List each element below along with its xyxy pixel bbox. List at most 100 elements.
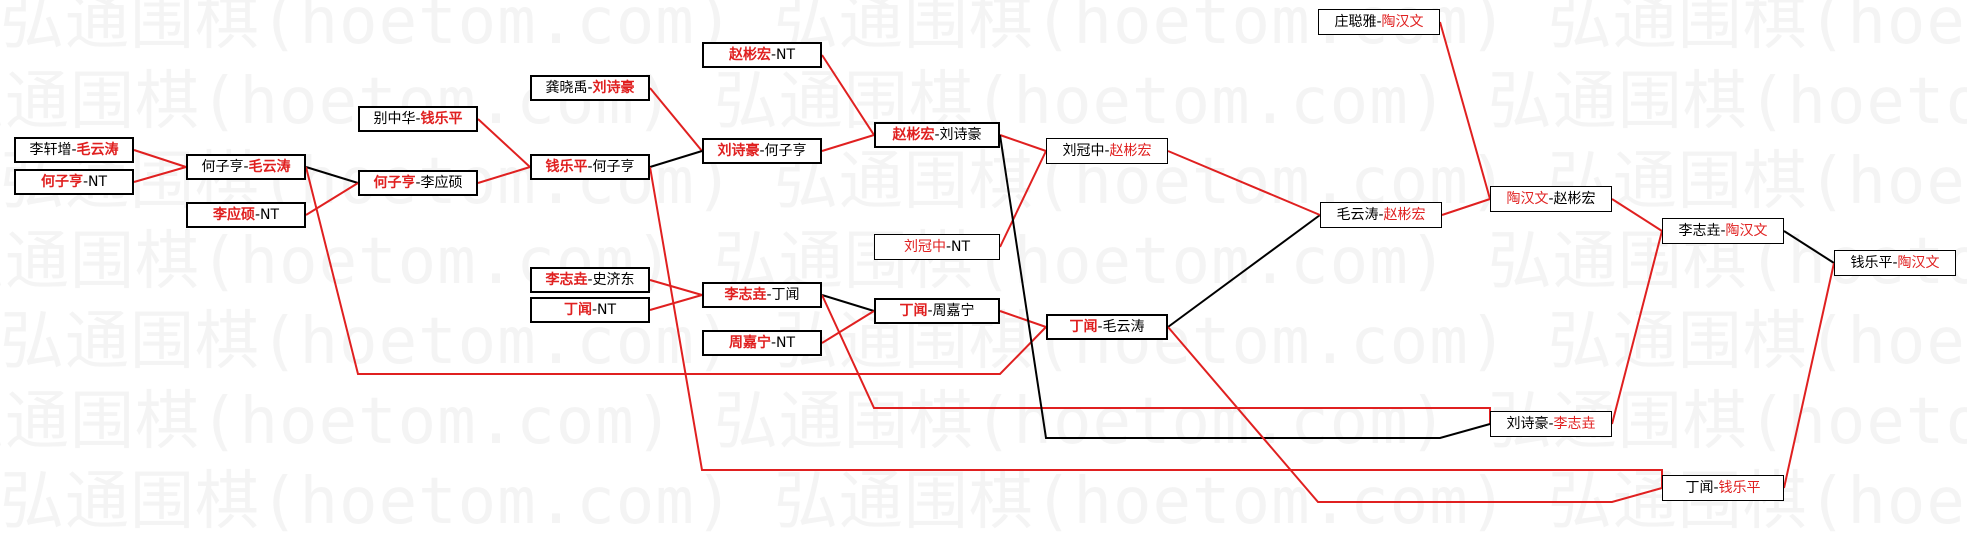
player-2: 毛云涛 xyxy=(1102,319,1145,335)
match-node: 丁闻-毛云涛 xyxy=(1046,314,1168,340)
bracket-connector xyxy=(1783,262,1835,489)
player-1: 李应硕 xyxy=(212,207,255,223)
player-2: 丁闻 xyxy=(771,287,800,303)
bracket-lines xyxy=(133,21,1835,503)
bracket-connector xyxy=(133,149,187,168)
player-2: 史济东 xyxy=(592,272,635,288)
player-2: 赵彬宏 xyxy=(1109,143,1152,159)
player-1: 何子亨 xyxy=(201,159,244,175)
player-1: 毛云涛 xyxy=(1336,207,1379,223)
player-2: 李志垚 xyxy=(1553,416,1596,432)
player-1: 陶汉文 xyxy=(1506,191,1549,207)
bracket-connector xyxy=(477,118,531,168)
match-node: 李轩增-毛云涛 xyxy=(14,137,134,163)
bracket-connector xyxy=(999,134,1047,152)
player-2: 周嘉宁 xyxy=(932,303,975,319)
player-2: 赵彬宏 xyxy=(1383,207,1426,223)
bracket-connector xyxy=(649,150,703,168)
bracket-connector xyxy=(1441,198,1491,216)
match-node: 何子亨-毛云涛 xyxy=(186,154,306,180)
bracket-connector xyxy=(999,150,1047,248)
match-node: 丁闻-周嘉宁 xyxy=(874,298,1000,324)
match-node: 刘诗豪-何子亨 xyxy=(702,138,822,164)
match-node: 周嘉宁-NT xyxy=(702,330,822,356)
bracket-connector xyxy=(999,134,1491,439)
bracket-connector xyxy=(477,166,531,184)
bracket-connector xyxy=(649,294,703,311)
player-2: NT xyxy=(776,335,796,351)
bracket-connector xyxy=(305,166,1047,375)
bracket-connector xyxy=(133,166,187,183)
bracket-connector xyxy=(305,182,359,216)
player-2: 刘诗豪 xyxy=(592,80,635,96)
match-node: 钱乐平-陶汉文 xyxy=(1834,250,1956,276)
player-2: 李应硕 xyxy=(420,175,463,191)
player-1: 李志垚 xyxy=(724,287,767,303)
player-1: 李志垚 xyxy=(1678,223,1721,239)
match-node: 庄聪雅-陶汉文 xyxy=(1318,9,1440,35)
player-1: 庄聪雅 xyxy=(1334,14,1377,30)
player-1: 刘冠中 xyxy=(903,239,946,255)
match-node: 毛云涛-赵彬宏 xyxy=(1320,202,1442,228)
player-1: 丁闻 xyxy=(1685,480,1714,496)
player-1: 赵彬宏 xyxy=(892,127,935,143)
player-1: 钱乐平 xyxy=(545,159,588,175)
player-2: 刘诗豪 xyxy=(939,127,982,143)
player-1: 丁闻 xyxy=(1069,319,1098,335)
player-2: NT xyxy=(260,207,280,223)
player-1: 李轩增 xyxy=(29,142,72,158)
match-node: 刘冠中-NT xyxy=(874,234,1000,260)
match-node: 别中华-钱乐平 xyxy=(358,106,478,132)
bracket-connector xyxy=(1783,230,1835,264)
bracket-connector xyxy=(821,134,875,152)
bracket-connector xyxy=(821,54,875,136)
bracket-connector xyxy=(1167,214,1321,328)
match-node: 钱乐平-何子亨 xyxy=(530,154,650,180)
player-2: 钱乐平 xyxy=(1718,480,1761,496)
match-node: 李应硕-NT xyxy=(186,202,306,228)
player-2: 钱乐平 xyxy=(420,111,463,127)
player-1: 何子亨 xyxy=(373,175,416,191)
player-2: NT xyxy=(776,47,796,63)
player-2: 陶汉文 xyxy=(1897,255,1940,271)
player-2: 毛云涛 xyxy=(76,142,119,158)
bracket-connector xyxy=(1167,326,1663,503)
match-node: 陶汉文-赵彬宏 xyxy=(1490,186,1612,212)
player-1: 李志垚 xyxy=(545,272,588,288)
match-node: 李志垚-丁闻 xyxy=(702,282,822,308)
player-1: 赵彬宏 xyxy=(728,47,771,63)
match-node: 何子亨-NT xyxy=(14,169,134,195)
player-1: 刘诗豪 xyxy=(717,143,760,159)
bracket-connector xyxy=(1439,21,1491,200)
player-2: 毛云涛 xyxy=(248,159,291,175)
bracket-connector xyxy=(1167,150,1321,216)
bracket-connector xyxy=(821,310,875,344)
bracket-connector xyxy=(1611,230,1663,425)
match-node: 刘冠中-赵彬宏 xyxy=(1046,138,1168,164)
bracket-connector xyxy=(1611,198,1663,232)
match-node: 刘诗豪-李志垚 xyxy=(1490,411,1612,437)
match-node: 赵彬宏-刘诗豪 xyxy=(874,122,1000,148)
player-1: 龚晓禹 xyxy=(545,80,588,96)
player-2: NT xyxy=(597,302,617,318)
player-1: 周嘉宁 xyxy=(728,335,771,351)
match-node: 丁闻-钱乐平 xyxy=(1662,475,1784,501)
player-1: 丁闻 xyxy=(563,302,592,318)
match-node: 赵彬宏-NT xyxy=(702,42,822,68)
player-2: 赵彬宏 xyxy=(1553,191,1596,207)
player-2: NT xyxy=(88,174,108,190)
player-1: 刘诗豪 xyxy=(1506,416,1549,432)
bracket-connector xyxy=(649,279,703,296)
player-2: NT xyxy=(951,239,971,255)
player-2: 陶汉文 xyxy=(1381,14,1424,30)
bracket-connector xyxy=(649,87,703,152)
player-2: 何子亨 xyxy=(592,159,635,175)
player-1: 丁闻 xyxy=(899,303,928,319)
bracket-connector xyxy=(821,294,875,312)
match-node: 龚晓禹-刘诗豪 xyxy=(530,75,650,101)
player-2: 何子亨 xyxy=(764,143,807,159)
bracket-connector xyxy=(999,310,1047,328)
player-2: 陶汉文 xyxy=(1725,223,1768,239)
match-node: 丁闻-NT xyxy=(530,297,650,323)
player-1: 别中华 xyxy=(373,111,416,127)
